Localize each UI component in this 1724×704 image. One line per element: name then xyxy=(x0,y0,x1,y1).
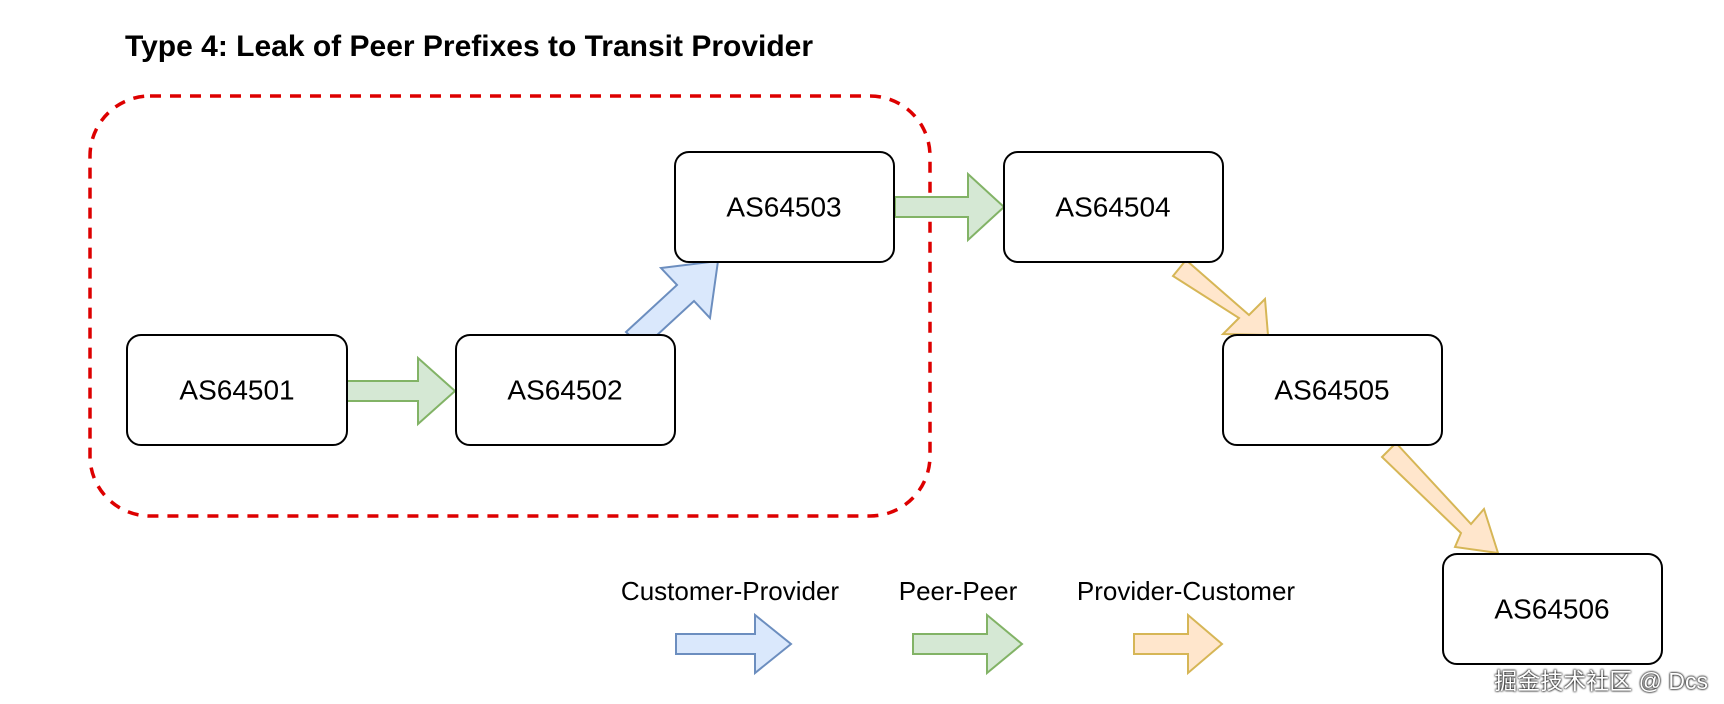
node-as64501[interactable]: AS64501 xyxy=(126,334,348,446)
legend-peer-peer-arrow xyxy=(912,612,1024,676)
node-label: AS64506 xyxy=(1494,594,1609,625)
node-as64503[interactable]: AS64503 xyxy=(674,151,895,263)
edge-as64503-as64504 xyxy=(894,171,1006,243)
node-label: AS64504 xyxy=(1055,192,1170,223)
edge-as64501-as64502 xyxy=(346,355,457,427)
node-label: AS64501 xyxy=(179,375,294,406)
leak-region xyxy=(88,94,932,518)
legend-provider-customer-arrow xyxy=(1133,612,1224,676)
watermark: 掘金技术社区 @ Dcs xyxy=(1494,668,1708,694)
edge-as64505-as64506 xyxy=(1380,441,1500,555)
legend-peer-peer-label: Peer-Peer xyxy=(898,576,1018,606)
node-as64505[interactable]: AS64505 xyxy=(1222,334,1443,446)
node-label: AS64502 xyxy=(507,375,622,406)
node-as64504[interactable]: AS64504 xyxy=(1003,151,1224,263)
legend-customer-provider-arrow xyxy=(675,612,793,676)
edge-as64504-as64505 xyxy=(1171,258,1270,337)
node-as64506[interactable]: AS64506 xyxy=(1442,553,1663,665)
legend-customer-provider-label: Customer-Provider xyxy=(620,576,840,606)
node-as64502[interactable]: AS64502 xyxy=(455,334,676,446)
legend-provider-customer-label: Provider-Customer xyxy=(1076,576,1296,606)
node-label: AS64505 xyxy=(1274,375,1389,406)
diagram-title: Type 4: Leak of Peer Prefixes to Transit… xyxy=(125,30,814,63)
node-label: AS64503 xyxy=(726,192,841,223)
